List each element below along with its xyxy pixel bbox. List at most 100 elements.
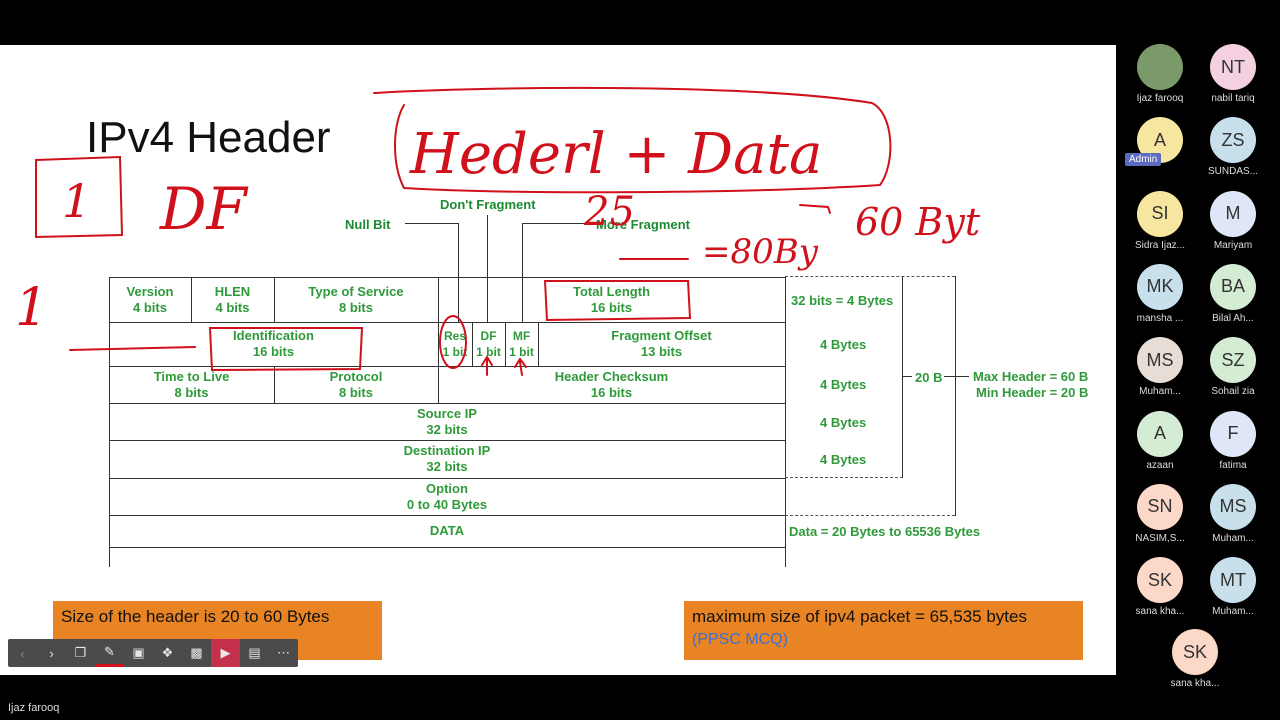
avatar: SK	[1137, 557, 1183, 604]
ink-bracket	[799, 204, 831, 214]
row5-size-label: 4 Bytes	[820, 452, 867, 467]
present-icon[interactable]: ▤	[248, 645, 261, 660]
participant-name: NASIM,S...	[1135, 532, 1185, 544]
avatar: M	[1210, 190, 1256, 237]
avatar: BA	[1210, 263, 1256, 310]
avatar: MT	[1210, 557, 1256, 604]
presentation-toolbar: ‹ › ❐ ✎ ▣ ❖ ▩ ▶ ▤ ⋯	[8, 639, 298, 667]
participant-tile[interactable]: MT Muham...	[1198, 557, 1268, 617]
participant-tile[interactable]: NT nabil tariq	[1198, 44, 1268, 104]
participant-name: Bilal Ah...	[1212, 312, 1254, 324]
admin-badge: Admin	[1125, 153, 1162, 167]
field-data: DATA	[429, 523, 465, 538]
row2-size-label: 4 Bytes	[820, 337, 867, 352]
dont-fragment-label: Don't Fragment	[440, 197, 536, 212]
avatar: ZS	[1210, 117, 1256, 164]
avatar: F	[1210, 410, 1256, 457]
participant-tile[interactable]: SN NASIM,S...	[1125, 483, 1195, 544]
next-icon[interactable]: ›	[49, 645, 54, 661]
participant-tile[interactable]: MS Muham...	[1125, 337, 1195, 397]
prev-icon[interactable]: ‹	[20, 645, 25, 661]
select-icon[interactable]: ▣	[132, 645, 145, 660]
participant-name: sana kha...	[1170, 678, 1220, 689]
ink-text-1-boxed: 1	[62, 174, 91, 228]
participant-tile[interactable]: SZ Sohail zia	[1198, 337, 1268, 397]
avatar: SI	[1137, 190, 1183, 237]
avatar: MK	[1137, 263, 1183, 310]
avatar: SK	[1172, 629, 1218, 675]
record-icon[interactable]: ▶	[211, 639, 240, 667]
participant-name: Sidra Ijaz...	[1134, 239, 1186, 251]
participant-tile[interactable]: M Mariyam	[1198, 190, 1268, 251]
copy-icon[interactable]: ❐	[74, 645, 87, 660]
slide-title: IPv4 Header	[86, 113, 331, 162]
pen-icon[interactable]: ✎	[95, 639, 124, 667]
avatar: SZ	[1210, 337, 1256, 384]
ink-text-80-by: =80By	[702, 232, 819, 272]
presentation-slide: IPv4 Header Don't Fragment Null Bit More…	[0, 45, 1116, 675]
ink-box-1	[35, 155, 124, 239]
more-icon[interactable]: ⋯	[277, 645, 290, 660]
participant-name: Ijaz farooq	[1136, 93, 1184, 104]
participant-name: Muham...	[1212, 532, 1254, 544]
avatar: NT	[1210, 44, 1256, 90]
avatar: MS	[1210, 483, 1256, 530]
max-header-label: Max Header = 60 B	[973, 369, 1089, 384]
null-bit-label: Null Bit	[345, 217, 391, 232]
min-header-label: Min Header = 20 B	[976, 385, 1089, 400]
screen-icon[interactable]: ▩	[190, 645, 203, 660]
participant-name: azaan	[1146, 459, 1174, 471]
participant-tile[interactable]: ZS SUNDAS...	[1198, 117, 1268, 177]
presenter-name: Ijaz farooq	[8, 702, 60, 714]
participant-name: nabil tariq	[1211, 93, 1255, 104]
ink-header-data-circle	[373, 86, 892, 194]
participant-tile[interactable]: SK sana kha...	[1160, 629, 1230, 689]
participant-name: Muham...	[1212, 606, 1254, 618]
participant-tile[interactable]: MS Muham...	[1198, 483, 1268, 544]
data-size-label: Data = 20 Bytes to 65536 Bytes	[789, 524, 981, 539]
participant-name: mansha ...	[1136, 312, 1184, 324]
participant-tile[interactable]: SI Sidra Ijaz...	[1125, 190, 1195, 251]
participant-tile[interactable]: MK mansha ...	[1125, 263, 1195, 324]
ink-text-df: DF	[159, 175, 249, 243]
participant-name: Muham...	[1139, 386, 1181, 398]
participant-tile[interactable]: Ijaz farooq	[1125, 44, 1195, 104]
avatar: A	[1137, 410, 1183, 457]
ink-text-1-left: 1	[15, 278, 48, 338]
participant-name: Sohail zia	[1211, 386, 1255, 398]
laser-icon[interactable]: ❖	[161, 645, 174, 660]
row3-size-label: 4 Bytes	[820, 377, 867, 392]
avatar: MS	[1137, 337, 1183, 384]
participant-name: SUNDAS...	[1207, 166, 1258, 178]
ink-text-60-byte: 60 Byt	[855, 200, 981, 244]
note-max-packet-size: maximum size of ipv4 packet = 65,535 byt…	[684, 601, 1083, 660]
ink-text-header-data: Hederl + Data	[409, 122, 822, 187]
row1-size-label: 32 bits = 4 Bytes	[791, 293, 894, 308]
participant-tile[interactable]: SK sana kha...	[1125, 557, 1195, 617]
avatar	[1137, 44, 1183, 90]
participant-name: Mariyam	[1213, 239, 1253, 251]
participant-tile[interactable]: BA Bilal Ah...	[1198, 263, 1268, 324]
bracket-20b-label: 20 B	[915, 370, 943, 385]
more-fragment-label: More Fragment	[596, 217, 690, 232]
avatar: SN	[1137, 483, 1183, 530]
row4-size-label: 4 Bytes	[820, 415, 867, 430]
participant-name: sana kha...	[1135, 606, 1185, 618]
